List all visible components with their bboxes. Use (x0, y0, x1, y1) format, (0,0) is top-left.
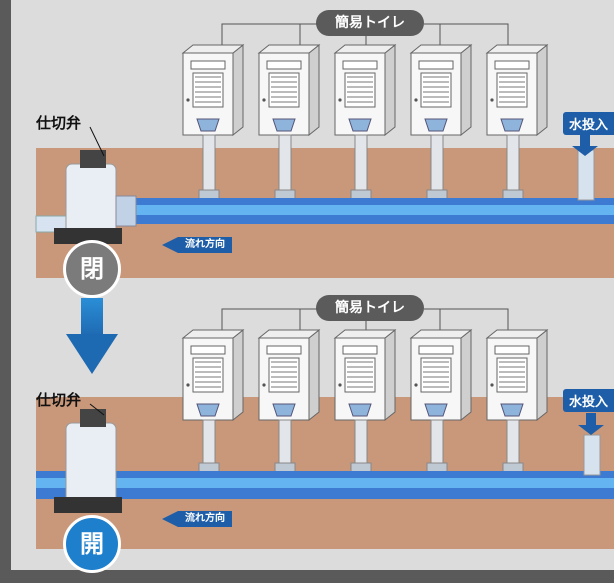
water-inlet-label: 水投入 (562, 389, 614, 412)
panel-closed: 簡易トイレ 仕切弁 水投入 流れ方向 閉 (0, 0, 614, 298)
flow-direction-arrow-icon (162, 237, 178, 253)
toilet-unit (333, 328, 397, 474)
valve-leader-line (89, 126, 105, 157)
toilet-unit (181, 43, 245, 201)
toilet-unit (409, 43, 473, 201)
valve-label: 仕切弁 (36, 114, 82, 132)
toilet-unit (333, 43, 397, 201)
water-inlet-label: 水投入 (562, 112, 614, 135)
closed-badge: 閉 (63, 240, 121, 298)
toilet-label-pill: 簡易トイレ (316, 10, 424, 36)
panel-open-graphics (36, 308, 614, 513)
toilet-bracket (221, 308, 509, 330)
toilet-label-pill: 簡易トイレ (316, 295, 424, 321)
down-arrow-head (66, 334, 118, 374)
flow-direction-label: 流れ方向 (178, 511, 232, 527)
toilet-unit (257, 43, 321, 201)
panel-closed-graphics (35, 23, 614, 244)
open-badge: 開 (63, 515, 121, 573)
down-arrow-icon (81, 298, 103, 336)
toilet-row (181, 43, 549, 201)
underground-pipe (36, 471, 614, 499)
toilet-row (181, 328, 549, 474)
toilet-unit (409, 328, 473, 474)
panel-open: 簡易トイレ 仕切弁 水投入 流れ方向 開 (0, 285, 614, 573)
toilet-unit (257, 328, 321, 474)
valve-leader-line (89, 403, 105, 416)
flow-direction-label: 流れ方向 (178, 237, 232, 253)
valve-shape (54, 150, 137, 244)
bottom-frame (0, 570, 614, 583)
toilet-unit (181, 328, 245, 474)
valve-shape (54, 409, 122, 513)
toilet-unit (485, 43, 549, 201)
toilet-unit (485, 328, 549, 474)
water-inlet-pipe (578, 413, 604, 476)
flow-direction-arrow-icon (162, 511, 178, 527)
left-frame (0, 0, 11, 583)
water-inlet-pipe (572, 134, 598, 201)
toilet-bracket (221, 23, 509, 45)
valve-label: 仕切弁 (36, 391, 82, 409)
